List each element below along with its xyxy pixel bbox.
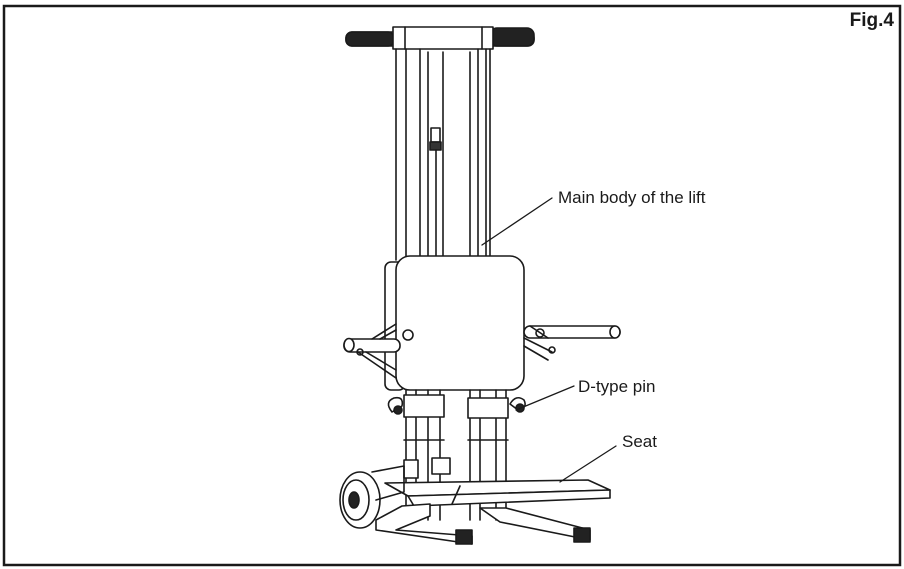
seat bbox=[384, 479, 611, 507]
main-body-panel bbox=[384, 255, 525, 391]
d-type-pins bbox=[387, 396, 526, 415]
left-armrest bbox=[343, 323, 414, 379]
top-handle bbox=[345, 26, 535, 50]
base-feet bbox=[375, 503, 591, 545]
figure-border bbox=[2, 4, 902, 567]
right-armrest bbox=[523, 325, 621, 361]
lower-frame bbox=[403, 389, 509, 521]
figure-label: Fig.4 bbox=[849, 10, 894, 31]
leader-lines bbox=[481, 197, 617, 483]
callout-seat: Seat bbox=[622, 432, 657, 451]
callout-main-body: Main body of the lift bbox=[558, 188, 706, 207]
mast-columns bbox=[395, 48, 491, 261]
callout-d-type-pin: D-type pin bbox=[578, 377, 656, 396]
wheel bbox=[339, 465, 405, 529]
